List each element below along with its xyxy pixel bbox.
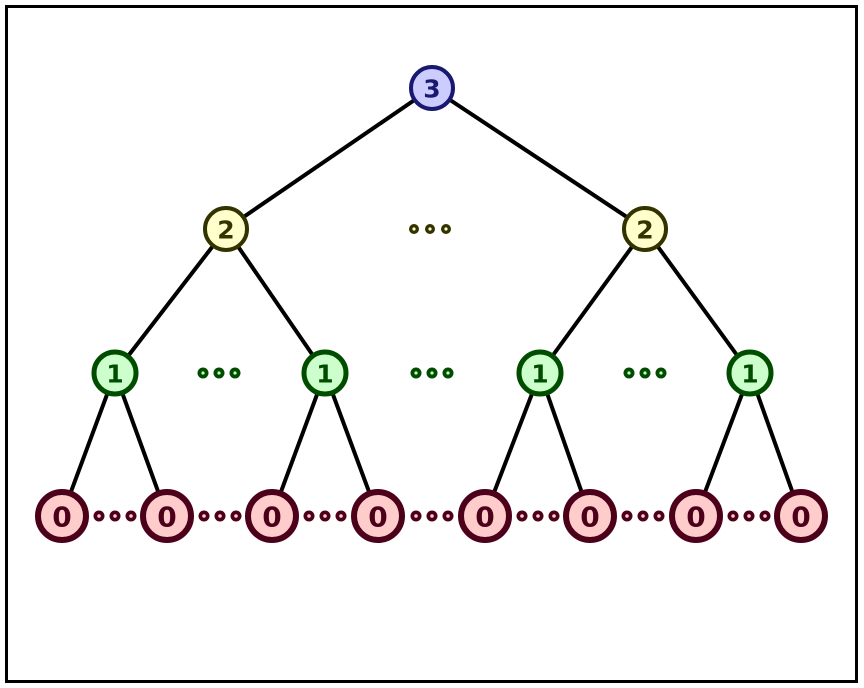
tree-edge	[430, 86, 647, 231]
node-label: 2	[217, 216, 234, 245]
node-label: 0	[52, 501, 71, 534]
tree-edge	[224, 227, 327, 375]
node-label: 3	[423, 75, 440, 104]
ellipsis-leaf-e	[516, 510, 560, 522]
node-label: 0	[368, 501, 387, 534]
leaf-node[interactable]: 0	[458, 489, 512, 543]
diagram-frame-border	[5, 5, 858, 683]
edge-group	[60, 86, 803, 518]
node-label: 0	[475, 501, 494, 534]
leaf-node[interactable]: 0	[774, 489, 828, 543]
level-1-node[interactable]: 1	[91, 349, 139, 397]
leaf-node[interactable]: 0	[669, 489, 723, 543]
root-node[interactable]: 3	[409, 65, 455, 111]
ellipsis-leaf-b	[198, 510, 242, 522]
node-label: 0	[791, 501, 810, 534]
node-label: 0	[580, 501, 599, 534]
ellipsis-leaf-a	[93, 510, 137, 522]
node-label: 1	[316, 360, 333, 389]
tree-edge	[643, 227, 752, 375]
ellipsis-leaf-f	[621, 510, 665, 522]
tree-edge	[113, 227, 228, 375]
level-2-node[interactable]: 2	[203, 206, 249, 252]
level-2-node[interactable]: 2	[622, 206, 668, 252]
ellipsis-leaf-g	[727, 510, 771, 522]
node-label: 2	[636, 216, 653, 245]
node-label: 1	[741, 360, 758, 389]
node-label: 0	[686, 501, 705, 534]
node-label: 1	[106, 360, 123, 389]
node-label: 0	[157, 501, 176, 534]
level-1-node[interactable]: 1	[301, 349, 349, 397]
leaf-node[interactable]: 0	[140, 489, 194, 543]
leaf-node[interactable]: 0	[35, 489, 89, 543]
node-label: 0	[262, 501, 281, 534]
tree-edge	[224, 86, 434, 231]
ellipsis-leaf-d	[410, 510, 454, 522]
ellipsis-level-2	[409, 224, 451, 234]
leaf-node[interactable]: 0	[351, 489, 405, 543]
node-label: 1	[531, 360, 548, 389]
leaf-node[interactable]: 0	[563, 489, 617, 543]
ellipsis-level-1-c	[623, 367, 667, 379]
node-group: 3 2 2 1 1 1 1 0 0 0 0 0 0 0 0	[35, 65, 828, 543]
level-1-node[interactable]: 1	[516, 349, 564, 397]
ellipsis-group	[93, 224, 771, 522]
level-1-node[interactable]: 1	[726, 349, 774, 397]
ellipsis-level-1-a	[197, 367, 241, 379]
tree-edge	[538, 227, 647, 375]
ellipsis-leaf-c	[303, 510, 347, 522]
ellipsis-level-1-b	[410, 367, 454, 379]
leaf-node[interactable]: 0	[245, 489, 299, 543]
